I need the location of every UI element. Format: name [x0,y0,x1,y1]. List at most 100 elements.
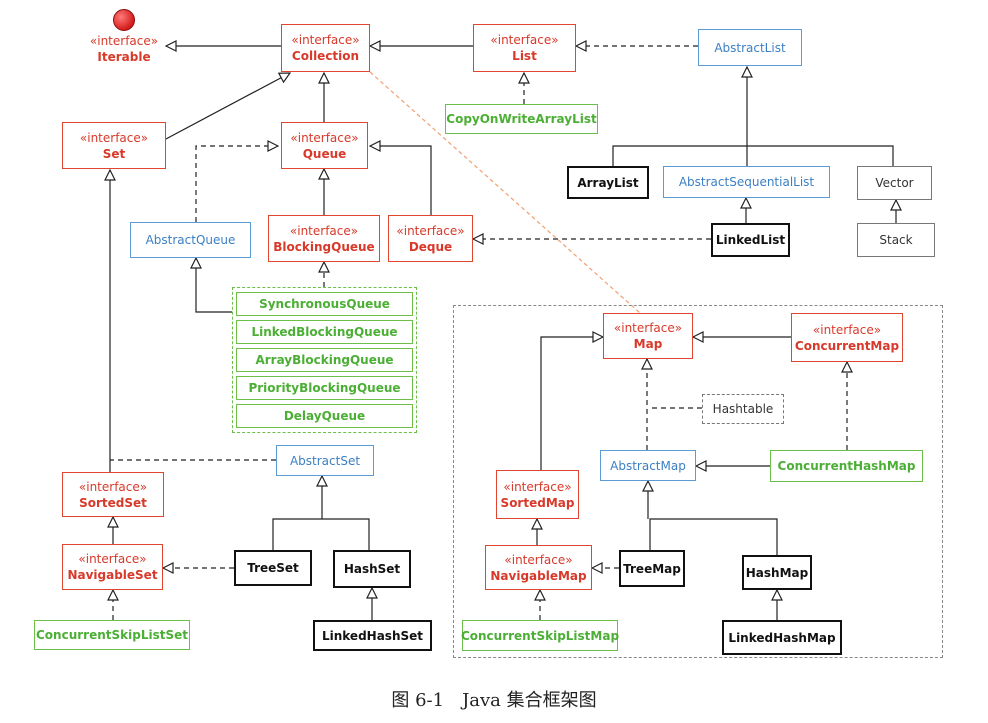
blocking-queue-impl: LinkedBlockingQueue [236,320,413,344]
node-linked-list: LinkedList [711,223,790,257]
node-navigable-set: «interface» NavigableSet [62,544,163,590]
node-collection: «interface» Collection [281,24,370,72]
deque-label: Deque [408,239,453,254]
concurrent-skip-list-map-label: ConcurrentSkipListMap [460,628,620,643]
set-stereotype: «interface» [79,130,149,145]
iterable-stereotype: «interface» [89,34,159,48]
node-abstract-queue: AbstractQueue [130,222,251,258]
blocking-queue-impl: SynchronousQueue [236,292,413,316]
node-linked-hash-set: LinkedHashSet [313,620,432,651]
node-linked-hash-map: LinkedHashMap [722,620,842,655]
linked-hash-set-label: LinkedHashSet [321,628,424,643]
node-map: «interface» Map [603,313,693,359]
node-tree-set: TreeSet [234,550,312,586]
concurrent-hash-map-label: ConcurrentHashMap [777,459,916,473]
sorted-set-label: SortedSet [79,495,147,510]
node-abstract-map: AbstractMap [600,450,696,481]
abstract-set-label: AbstractSet [289,453,361,468]
sorted-map-label: SortedMap [500,495,575,510]
tree-set-label: TreeSet [247,561,299,575]
node-concurrent-skip-list-set: ConcurrentSkipListSet [34,620,190,650]
node-sorted-set: «interface» SortedSet [62,472,164,517]
queue-stereotype: «interface» [290,130,359,145]
blocking-queue-impl-label: PriorityBlockingQueue [248,381,401,395]
node-concurrent-skip-list-map: ConcurrentSkipListMap [460,620,620,651]
blocking-queue-impl: ArrayBlockingQueue [236,348,413,372]
map-hierarchy-group [453,305,943,658]
stack-label: Stack [879,233,913,247]
list-label: List [512,49,537,63]
abstract-list-label: AbstractList [714,40,786,55]
blocking-queue-impls-group [232,287,417,433]
blocking-queue-impl-label: SynchronousQueue [259,297,390,311]
navigable-map-label: NavigableMap [490,568,587,583]
node-tree-map: TreeMap [619,550,685,587]
node-vector: Vector [857,166,932,200]
node-deque: «interface» Deque [388,215,473,262]
blocking-queue-impl-label: DelayQueue [283,409,366,423]
abstract-map-label: AbstractMap [610,458,686,473]
blocking-queue-stereotype: «interface» [289,223,359,238]
node-blocking-queue: «interface» BlockingQueue [268,215,380,262]
node-list: «interface» List [473,24,576,72]
edge-sortedmap-map [540,337,603,470]
iterable-label: Iterable [97,50,151,64]
tree-map-label: TreeMap [623,561,681,576]
edge-maps-abstractmap [649,518,778,555]
node-abstract-list: AbstractList [698,29,802,66]
edge-sets-abstractset [272,518,370,550]
node-sorted-map: «interface» SortedMap [496,470,579,519]
edge-collection-map [369,71,641,314]
navigable-set-stereotype: «interface» [78,552,147,566]
copy-on-write-array-list-label: CopyOnWriteArrayList [446,112,597,126]
map-stereotype: «interface» [613,321,683,335]
sorted-map-stereotype: «interface» [503,479,572,494]
node-copy-on-write-array-list: CopyOnWriteArrayList [445,104,598,134]
edge-deque-queue [370,146,432,215]
hash-set-label: HashSet [343,562,401,576]
node-queue: «interface» Queue [281,122,368,169]
map-label: Map [633,337,663,351]
hash-map-label: HashMap [745,565,809,580]
edge-abstractqueue-queue [195,146,278,222]
hashtable-label: Hashtable [712,402,774,416]
blocking-queue-impl: PriorityBlockingQueue [236,376,413,400]
node-abstract-sequential-list: AbstractSequentialList [663,166,830,198]
sorted-set-stereotype: «interface» [78,479,148,494]
node-iterable: «interface» Iterable [74,32,174,66]
deque-stereotype: «interface» [396,223,465,238]
node-set: «interface» Set [62,122,166,169]
node-hash-set: HashSet [333,550,411,588]
node-array-list: ArrayList [567,166,649,199]
node-stack: Stack [857,223,935,257]
blocking-queue-label: BlockingQueue [273,239,375,254]
vector-label: Vector [875,176,914,190]
linked-hash-map-label: LinkedHashMap [728,630,836,645]
node-abstract-set: AbstractSet [276,445,374,476]
blocking-queue-impl-label: ArrayBlockingQueue [255,353,394,367]
node-navigable-map: «interface» NavigableMap [485,545,592,590]
concurrent-map-stereotype: «interface» [812,322,882,337]
concurrent-map-label: ConcurrentMap [794,338,900,353]
edge-set-collection [163,73,290,141]
collection-stereotype: «interface» [291,33,360,47]
node-hash-map: HashMap [742,555,812,590]
array-list-label: ArrayList [577,175,639,190]
blocking-queue-impl: DelayQueue [236,404,413,428]
navigable-set-label: NavigableSet [67,568,158,582]
abstract-queue-label: AbstractQueue [145,233,236,247]
concurrent-skip-list-set-label: ConcurrentSkipListSet [36,628,188,642]
queue-label: Queue [302,146,347,161]
node-concurrent-hash-map: ConcurrentHashMap [770,450,923,482]
collection-label: Collection [291,49,360,63]
linked-list-label: LinkedList [715,233,786,247]
set-label: Set [102,146,126,161]
figure-caption: 图 6-1 Java 集合框架图 [391,690,597,711]
edge-bqimpls-abstractqueue [196,258,232,313]
list-stereotype: «interface» [490,33,559,47]
iterable-circle-icon [113,9,135,31]
blocking-queue-impl-label: LinkedBlockingQueue [251,325,398,339]
navigable-map-stereotype: «interface» [504,552,573,567]
